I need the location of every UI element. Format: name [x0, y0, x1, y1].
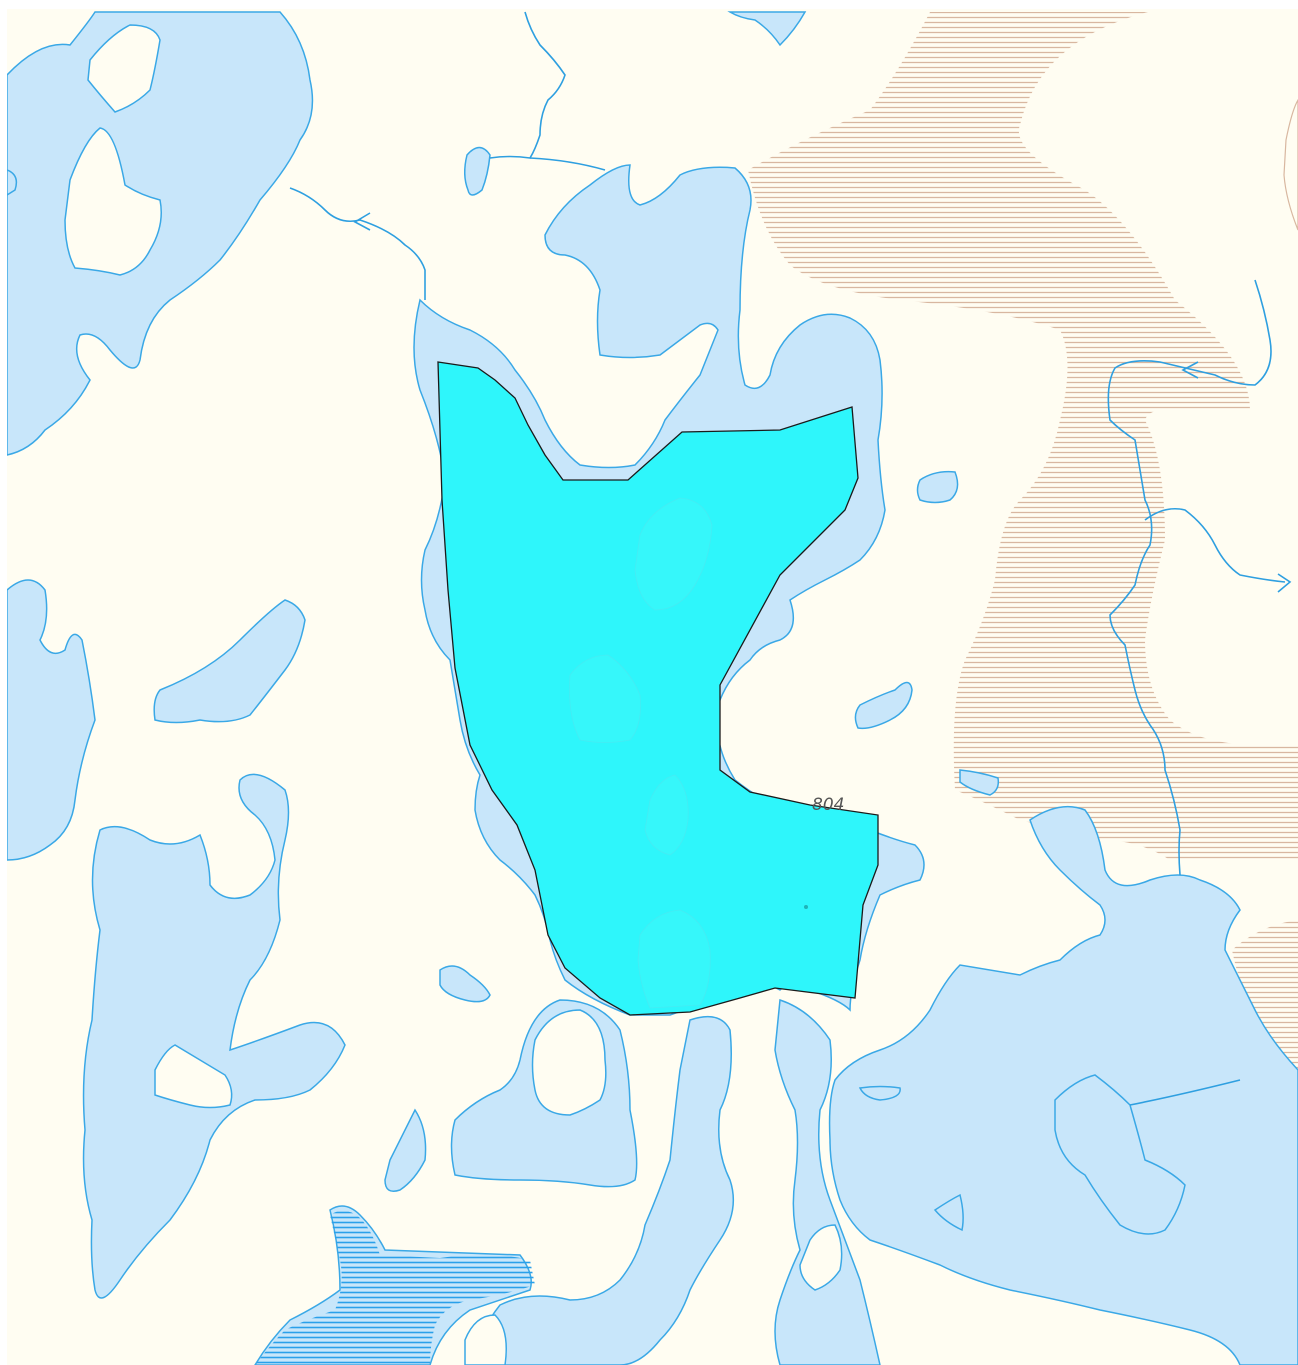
marsh-area-northeast [748, 12, 1298, 860]
flow-arrow-east-1 [1181, 361, 1199, 379]
stream-arrows [353, 212, 1292, 593]
islands [64, 24, 843, 1365]
island-south-east [799, 1224, 843, 1291]
streams [289, 11, 1286, 1106]
marsh-area-southeast [1232, 920, 1298, 1080]
highlighted-lake[interactable] [437, 361, 879, 1016]
survey-point [804, 905, 808, 909]
island-northwest-2 [64, 127, 162, 276]
water-south-channel [469, 1015, 735, 1365]
flow-arrow-northwest [353, 212, 371, 231]
lake-depth-zones [569, 497, 713, 1009]
stream-northeast-branch [529, 157, 606, 171]
water-northwest-small [7, 169, 18, 196]
water-east-pond-3 [959, 769, 1000, 796]
map-view[interactable]: 804 [7, 9, 1298, 1365]
elevation-label: 804 [812, 795, 844, 815]
stream-south-east [1129, 1079, 1241, 1106]
water-northwest [7, 11, 314, 456]
water-southeast-pond [1054, 1074, 1186, 1235]
water-south-pond-2 [384, 1108, 427, 1192]
island-south-center [531, 1009, 607, 1116]
open-water-hatch [255, 1210, 535, 1365]
water-south-pond-3 [858, 1085, 901, 1101]
water-east-pond-2 [854, 681, 913, 730]
water-south-pond-4 [933, 1193, 964, 1232]
water-east-pond-1 [916, 470, 959, 504]
water-center-north-island [464, 146, 491, 196]
marsh-area-east-edge [1283, 98, 1298, 231]
flow-arrow-east-2 [1277, 573, 1292, 593]
water-west-inlet [153, 599, 306, 724]
map-canvas[interactable]: 804 [7, 9, 1298, 1365]
water-southeast [828, 805, 1298, 1365]
stream-east-branch [1144, 507, 1286, 583]
water-west-lake [82, 773, 346, 1299]
stream-northwest [289, 187, 426, 300]
marsh-areas [748, 12, 1298, 1080]
water-north-inlet [727, 11, 807, 47]
stream-east [1107, 279, 1272, 876]
island-northwest-1 [87, 24, 161, 113]
water-south-pond-1 [439, 965, 491, 1003]
water-west-middle [7, 579, 96, 861]
island-west-lake [154, 1044, 233, 1109]
island-south-bottom [464, 1314, 507, 1365]
